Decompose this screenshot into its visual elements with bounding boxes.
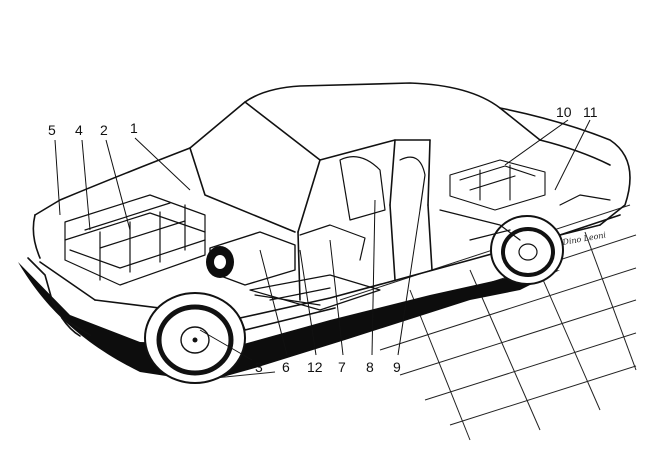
callout-1: 1 <box>130 120 138 136</box>
callout-leaders <box>54 119 591 361</box>
callout-4: 4 <box>75 122 83 138</box>
callout-9: 9 <box>393 359 401 375</box>
interior-seats <box>249 156 426 311</box>
rear-battery-pack <box>449 159 546 211</box>
front-battery-pack <box>64 194 206 286</box>
electric-motor <box>206 231 296 286</box>
callout-8: 8 <box>366 359 374 375</box>
callout-labels: 5 4 2 1 3 6 12 7 8 9 10 11 <box>48 104 598 375</box>
callout-5: 5 <box>48 122 56 138</box>
car-body <box>27 82 631 337</box>
callout-12: 12 <box>307 359 323 375</box>
callout-11: 11 <box>583 104 598 120</box>
rear-wheel <box>490 215 564 285</box>
callout-7: 7 <box>338 359 346 375</box>
callout-2: 2 <box>100 122 108 138</box>
front-wheel <box>144 292 246 384</box>
callout-3: 3 <box>255 359 263 375</box>
callout-6: 6 <box>282 359 290 375</box>
callout-10: 10 <box>556 104 572 120</box>
rear-suspension <box>439 194 611 241</box>
